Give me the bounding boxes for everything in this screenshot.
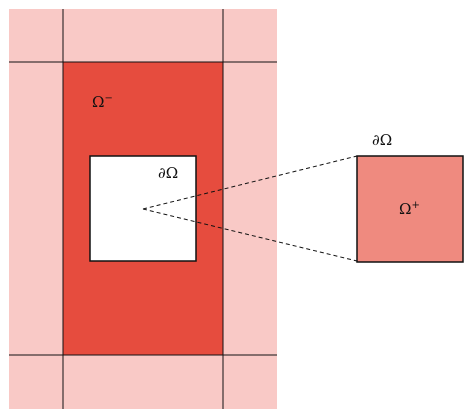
zoom-boundary-label: ∂Ω <box>372 131 392 149</box>
omega-minus-label-main: Ω <box>92 93 104 111</box>
omega-plus-label: Ω+ <box>399 200 420 218</box>
omega-minus-label-sup: − <box>104 93 112 104</box>
zoom-line-bottom <box>142 208 358 262</box>
inner-boundary-label: ∂Ω <box>158 164 178 182</box>
omega-plus-region <box>356 155 464 263</box>
zoom-line-top <box>142 155 358 210</box>
omega-plus-label-main: Ω <box>399 200 411 218</box>
omega-minus-label: Ω− <box>92 93 113 111</box>
omega-plus-label-sup: + <box>411 200 419 211</box>
